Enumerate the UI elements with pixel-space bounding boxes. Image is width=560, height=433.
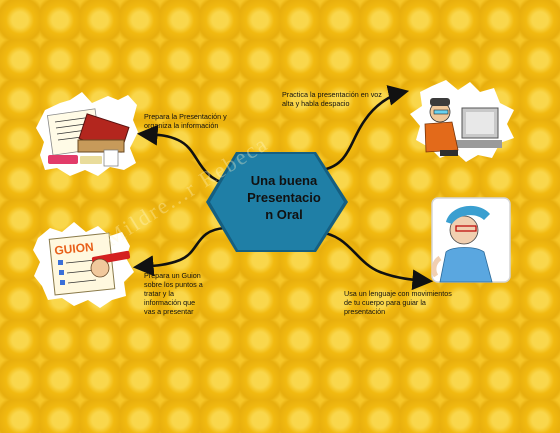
books-notes-icon <box>46 108 130 167</box>
branch-label-practice: Practica la presentación en voz alta y h… <box>282 90 382 108</box>
guion-note-icon: GUION <box>48 232 131 296</box>
branch-label-script: Prepara un Guion sobre los puntos a trat… <box>144 271 203 316</box>
branch-label-prepare: Prepara la Presentación y organiza la in… <box>144 112 227 130</box>
arrow-to-practice <box>321 85 410 172</box>
person-at-computer-icon <box>424 98 502 156</box>
svg-text:GUION: GUION <box>54 240 95 258</box>
speaking-person-icon <box>431 205 493 283</box>
branch-label-body: Usa un lenguaje con movimientos de tu cu… <box>344 289 452 316</box>
center-title: Una buena Presentacio n Oral <box>247 173 321 222</box>
arrow-to-body <box>317 230 434 291</box>
arrow-to-script <box>132 226 226 277</box>
arrow-to-prepare <box>136 124 229 187</box>
center-hexagon <box>206 152 348 252</box>
